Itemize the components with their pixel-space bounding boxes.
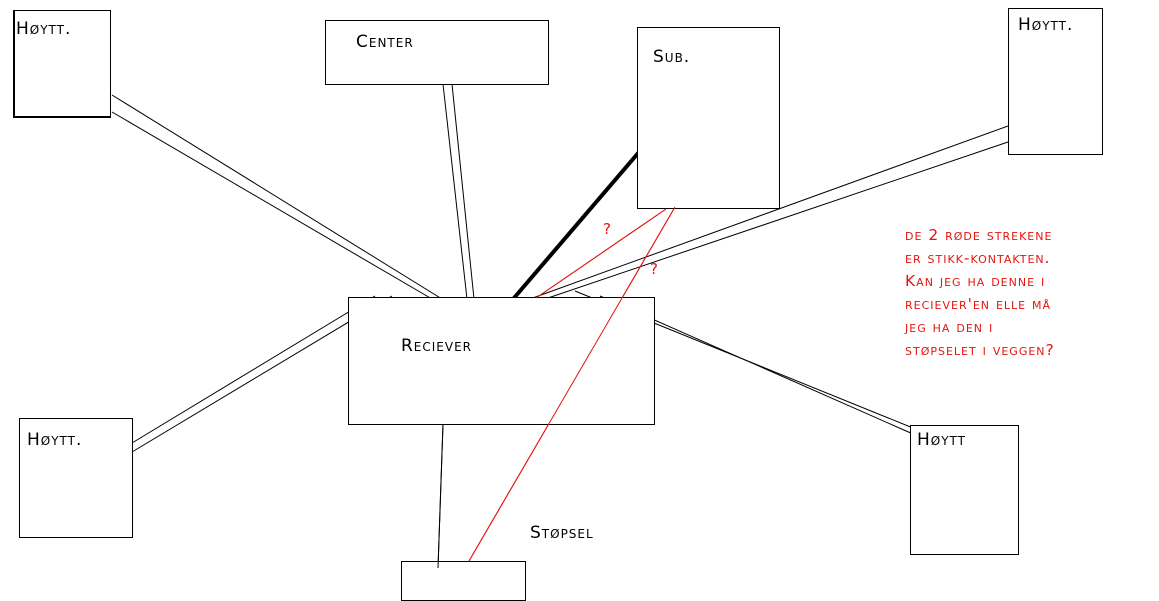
note-line: er stikk-kontakten. xyxy=(905,249,1051,267)
note-line: støpselet i veggen? xyxy=(905,341,1055,359)
plug-box xyxy=(401,561,526,601)
question-mark-1: ? xyxy=(603,220,611,238)
question-note: de 2 røde strekene er stikk-kontakten. K… xyxy=(905,224,1145,362)
speaker-top-right-box xyxy=(1008,8,1103,155)
speaker-top-left-label: Høytt. xyxy=(16,19,72,39)
cable-receiver-to-plug xyxy=(437,423,444,569)
speaker-bottom-right-label: Høytt xyxy=(917,430,967,450)
center-speaker-box xyxy=(325,20,549,85)
center-label: Center xyxy=(356,32,414,52)
note-line: de 2 røde strekene xyxy=(905,226,1053,244)
speaker-bottom-left-box xyxy=(19,418,133,538)
speaker-top-right-label: Høytt. xyxy=(1018,15,1074,35)
receiver-label: Reciever xyxy=(401,336,473,356)
speaker-bottom-right-box xyxy=(910,425,1019,555)
power-line-sub-to-receiver xyxy=(535,208,667,299)
note-line: Kan jeg ha denne i xyxy=(905,272,1046,290)
cable-top-left-speaker xyxy=(111,94,443,300)
note-line: reciever'en elle må xyxy=(905,295,1052,313)
subwoofer-box xyxy=(637,27,780,209)
speaker-bottom-left-label: Høytt. xyxy=(27,430,83,450)
plug-label: Støpsel xyxy=(530,523,594,543)
question-mark-2: ? xyxy=(650,260,658,278)
speaker-top-left-box xyxy=(13,10,111,118)
subwoofer-label: Sub. xyxy=(653,47,691,67)
note-line: jeg ha den i xyxy=(905,318,994,336)
cable-center xyxy=(442,83,475,300)
receiver-box xyxy=(348,297,655,425)
